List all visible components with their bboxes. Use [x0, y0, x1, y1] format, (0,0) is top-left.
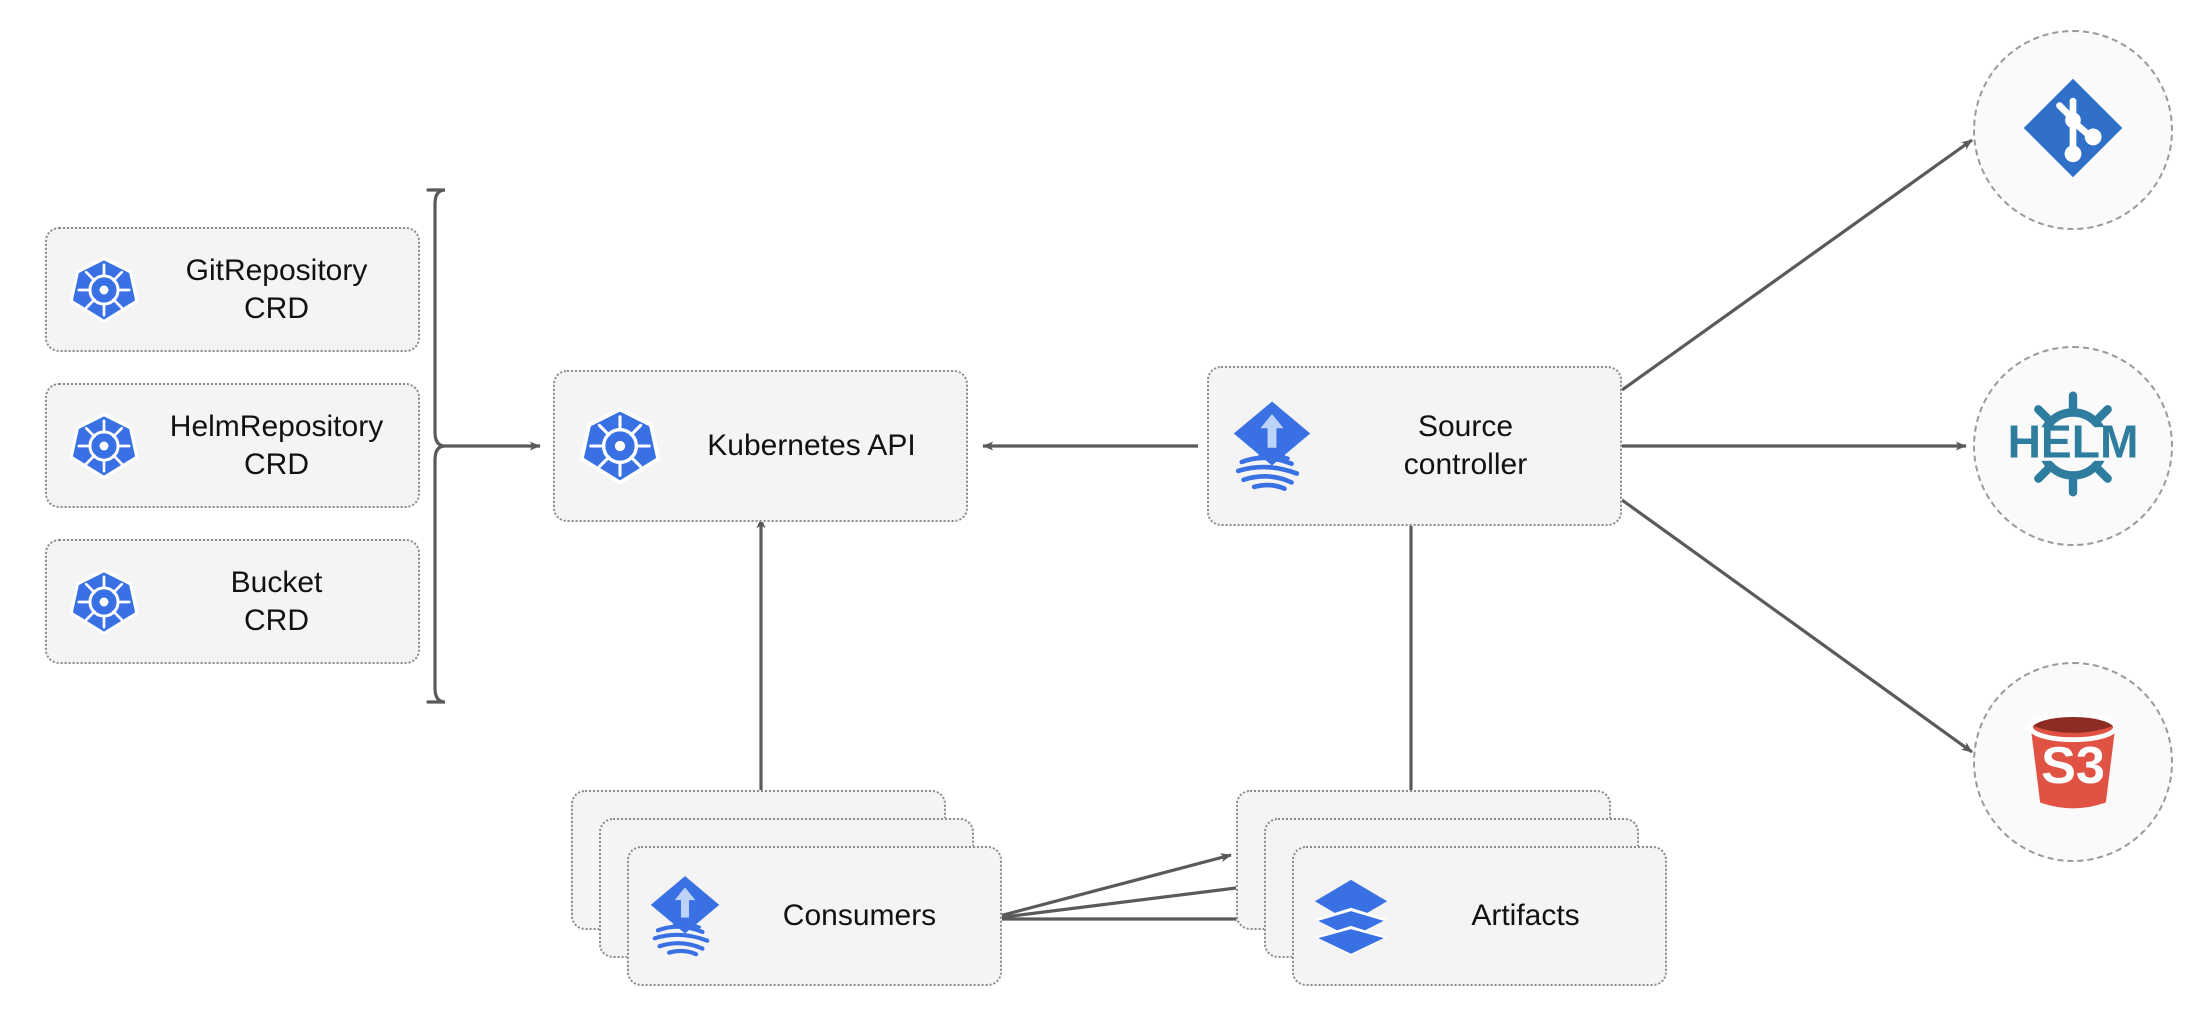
- kubernetes-icon: [47, 253, 141, 327]
- s3-source-node[interactable]: S3: [1973, 662, 2173, 862]
- source-controller-node[interactable]: Source controller: [1207, 366, 1622, 526]
- edge-source-controller-to-git: [1621, 138, 1973, 392]
- git-icon: [2017, 72, 2129, 189]
- crd-card-label: HelmRepository CRD: [169, 409, 384, 481]
- edge-source-controller-to-s3: [1621, 498, 1973, 754]
- kubernetes-icon: [47, 409, 141, 483]
- crd-card-label: GitRepository CRD: [185, 253, 368, 325]
- artifacts-stack-card-front[interactable]: Artifacts: [1292, 846, 1667, 986]
- kubernetes-icon: [555, 403, 663, 489]
- layers-icon: [1294, 875, 1392, 957]
- consumers-label: Consumers: [782, 899, 937, 933]
- helm-source-node[interactable]: HELM: [1973, 346, 2173, 546]
- s3-bucket-icon: S3: [2015, 702, 2131, 823]
- crd-card-bucket[interactable]: Bucket CRD: [45, 539, 420, 664]
- artifacts-node[interactable]: Artifacts: [1236, 790, 1671, 990]
- source-controller-label: Source controller: [1403, 410, 1528, 481]
- edge-consumers-to-artifacts-2: [987, 881, 1261, 921]
- consumers-node[interactable]: Consumers: [571, 790, 1006, 990]
- helm-icon: HELM: [2008, 381, 2138, 512]
- helm-label: HELM: [2010, 415, 2136, 467]
- git-source-node[interactable]: [1973, 30, 2173, 230]
- consumers-stack-card-front[interactable]: Consumers: [627, 846, 1002, 986]
- kubernetes-icon: [47, 565, 141, 639]
- crd-card-label: Bucket CRD: [230, 565, 323, 637]
- flux-icon: [1209, 398, 1317, 494]
- edge-crd-bracket: [426, 188, 446, 704]
- kubernetes-api-label: Kubernetes API: [707, 429, 916, 463]
- crd-card-helmrepository[interactable]: HelmRepository CRD: [45, 383, 420, 508]
- artifacts-label: Artifacts: [1471, 899, 1580, 933]
- s3-label: S3: [2041, 737, 2105, 795]
- crd-card-gitrepository[interactable]: GitRepository CRD: [45, 227, 420, 352]
- kubernetes-api-node[interactable]: Kubernetes API: [553, 370, 968, 522]
- edge-consumers-to-artifacts-1: [987, 853, 1232, 921]
- flux-icon: [629, 873, 725, 959]
